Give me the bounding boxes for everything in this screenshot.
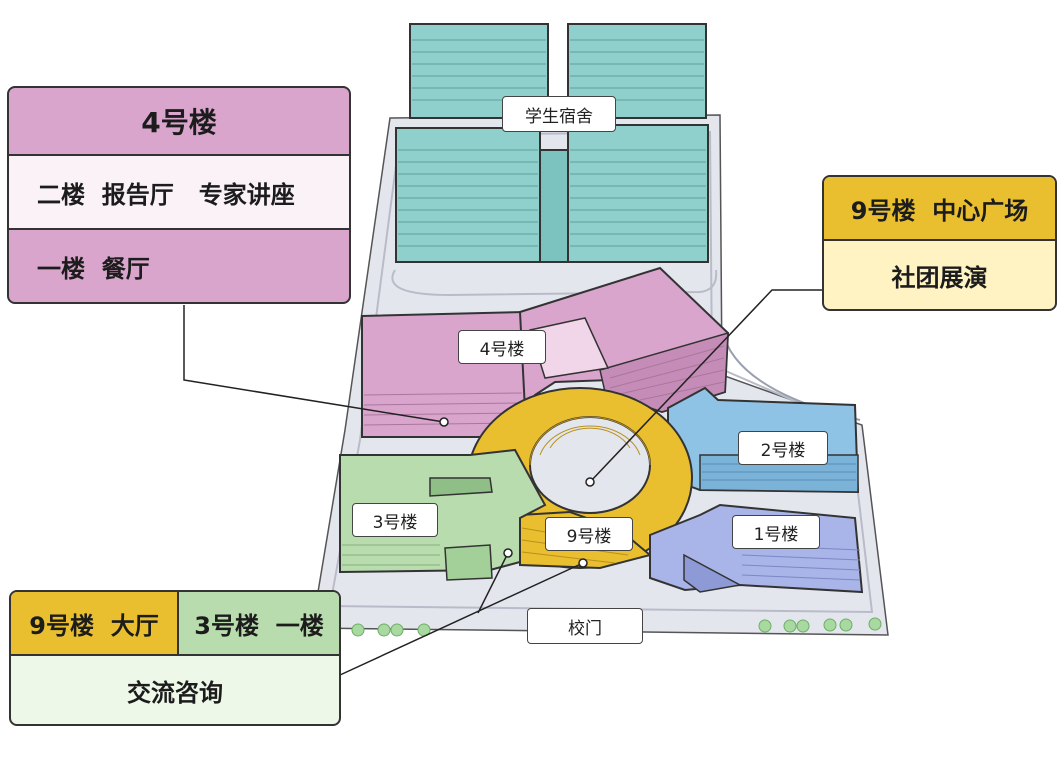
map-label-building-2: 2号楼 xyxy=(738,431,828,465)
leader-dots xyxy=(439,417,595,568)
map-label-building-1: 1号楼 xyxy=(732,515,820,549)
callout-hall: 9号楼 大厅 3号楼 一楼 交流咨询 xyxy=(9,590,341,726)
callout-building-4-floor2: 二楼 报告厅 专家讲座 xyxy=(9,154,349,230)
callout-building-9-plaza-event: 社团展演 xyxy=(891,263,988,292)
dormitory-buildings xyxy=(395,23,709,263)
callout-building-9-plaza-title: 9号楼 中心广场 xyxy=(824,177,1055,241)
callout-building-4-floor1: 一楼 餐厅 xyxy=(37,254,150,283)
building-3 xyxy=(339,448,547,581)
trees xyxy=(351,617,882,637)
map-label-building-3: 3号楼 xyxy=(352,503,438,537)
callout-hall-building-9: 9号楼 大厅 xyxy=(11,592,179,654)
callout-hall-event: 交流咨询 xyxy=(127,678,223,707)
map-label-dorm: 学生宿舍 xyxy=(502,96,616,132)
track-curve xyxy=(391,269,718,297)
callout-building-4: 4号楼 二楼 报告厅 专家讲座 一楼 餐厅 xyxy=(7,86,351,304)
callout-building-9-plaza: 9号楼 中心广场 社团展演 xyxy=(822,175,1057,311)
map-label-building-9: 9号楼 xyxy=(545,517,633,551)
map-label-building-4: 4号楼 xyxy=(458,330,546,364)
callout-building-4-title: 4号楼 xyxy=(141,106,217,139)
map-label-gate: 校门 xyxy=(527,608,643,644)
callout-hall-building-3: 3号楼 一楼 xyxy=(179,592,339,654)
leader-lines xyxy=(183,289,822,676)
